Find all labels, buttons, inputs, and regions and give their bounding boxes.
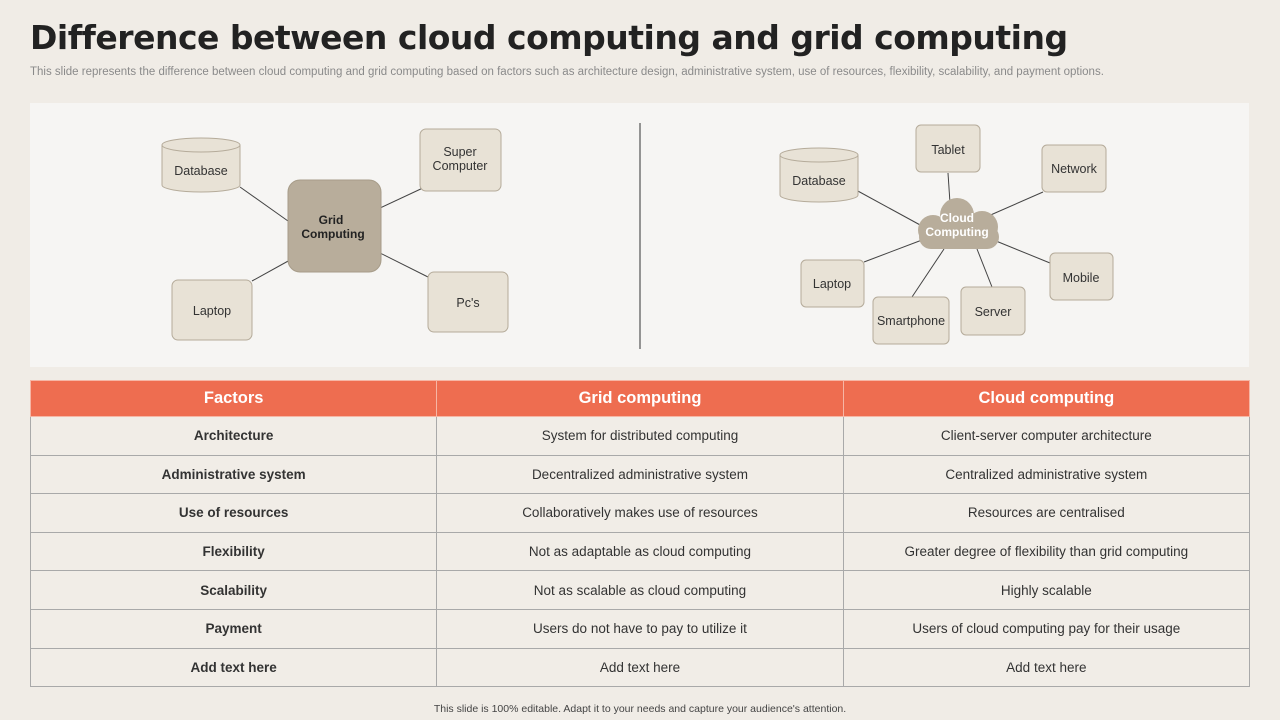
factor-cell: Payment [29, 608, 438, 649]
table-row: Payment Users do not have to pay to util… [29, 608, 1251, 649]
cloud-cell: Client-server computer architecture [842, 416, 1251, 456]
grid-pcs-label: Pc's [456, 296, 479, 310]
cloud-cell: Highly scalable [842, 570, 1251, 610]
factor-cell: Add text here [29, 647, 438, 688]
table-row: Architecture System for distributed comp… [29, 416, 1251, 456]
cloud-mobile-node: Mobile [1049, 252, 1114, 301]
header-factors: Factors [29, 380, 438, 417]
grid-cell: Decentralized administrative system [436, 454, 844, 495]
cloud-tablet-node: Tablet [915, 124, 981, 173]
cloud-hub-label-2: Computing [925, 225, 988, 239]
cloud-diagram: Database Tablet Network Laptop Mobile [779, 124, 1114, 345]
cloud-server-node: Server [960, 286, 1026, 336]
grid-hub-label-2: Computing [301, 227, 364, 241]
cloud-hub-node: Cloud Computing [918, 198, 999, 249]
grid-database-label: Database [174, 164, 228, 178]
cloud-edge-laptop [863, 239, 923, 263]
cloud-tablet-label: Tablet [931, 143, 965, 157]
factor-cell: Flexibility [29, 531, 438, 572]
grid-edge-pcs [379, 252, 429, 278]
page-title: Difference between cloud computing and g… [30, 18, 1068, 57]
cloud-cell: Users of cloud computing pay for their u… [842, 608, 1251, 649]
header-grid-computing: Grid computing [436, 380, 844, 417]
diagrams-svg: Database Super Computer Grid Computing L… [161, 123, 1114, 349]
cloud-network-label: Network [1051, 162, 1098, 176]
cloud-database-label: Database [792, 174, 846, 188]
grid-edge-database [239, 186, 289, 222]
cloud-edge-mobile [995, 240, 1051, 264]
grid-hub-node: Grid Computing [287, 179, 382, 273]
table-row: Add text here Add text here Add text her… [29, 647, 1251, 688]
grid-cell: Not as adaptable as cloud computing [436, 531, 844, 572]
cloud-cell: Add text here [842, 647, 1251, 688]
grid-hub-label-1: Grid [319, 213, 344, 227]
cloud-cell: Resources are centralised [842, 493, 1251, 533]
table-row: Administrative system Decentralized admi… [29, 454, 1251, 495]
grid-laptop-label: Laptop [193, 304, 231, 318]
table-row: Scalability Not as scalable as cloud com… [29, 570, 1251, 610]
cloud-icon [918, 198, 999, 249]
cloud-smartphone-node: Smartphone [872, 296, 950, 345]
grid-edge-super-computer [379, 186, 426, 209]
grid-edge-laptop [251, 259, 291, 282]
cloud-smartphone-label: Smartphone [877, 314, 945, 328]
comparison-table: Factors Grid computing Cloud computing A… [29, 380, 1251, 688]
factor-cell: Use of resources [29, 493, 438, 533]
table-row: Flexibility Not as adaptable as cloud co… [29, 531, 1251, 572]
cloud-cell: Centralized administrative system [842, 454, 1251, 495]
grid-diagram: Database Super Computer Grid Computing L… [161, 128, 509, 341]
factor-cell: Administrative system [29, 454, 438, 495]
factor-cell: Scalability [29, 570, 438, 610]
factor-cell: Architecture [29, 416, 438, 456]
grid-super-computer-label-1: Super [443, 145, 476, 159]
grid-pcs-node: Pc's [427, 271, 509, 333]
table-row: Use of resources Collaboratively makes u… [29, 493, 1251, 533]
cloud-laptop-label: Laptop [813, 277, 851, 291]
page-subtitle: This slide represents the difference bet… [30, 66, 1104, 78]
grid-database-node: Database [161, 137, 241, 193]
cloud-edge-tablet [947, 172, 951, 204]
grid-cell: Users do not have to pay to utilize it [436, 608, 844, 649]
grid-super-computer-node: Super Computer [419, 128, 502, 192]
cloud-cell: Greater degree of flexibility than grid … [842, 531, 1251, 572]
cloud-edge-database [855, 189, 923, 227]
cloud-database-node: Database [779, 147, 859, 203]
cloud-edge-server [976, 248, 993, 288]
cloud-edge-smartphone [911, 248, 945, 298]
cloud-hub-label-1: Cloud [940, 211, 974, 225]
grid-cell: Collaboratively makes use of resources [436, 493, 844, 533]
grid-cell: Not as scalable as cloud computing [436, 570, 844, 610]
cloud-server-label: Server [975, 305, 1012, 319]
header-cloud-computing: Cloud computing [842, 380, 1251, 417]
cloud-mobile-label: Mobile [1063, 271, 1100, 285]
grid-laptop-node: Laptop [171, 279, 253, 341]
diagram-panel: Database Super Computer Grid Computing L… [30, 103, 1249, 367]
cloud-edge-network [985, 191, 1044, 218]
footer-note: This slide is 100% editable. Adapt it to… [433, 703, 847, 715]
cloud-laptop-node: Laptop [800, 259, 865, 308]
table-header-row: Factors Grid computing Cloud computing [29, 380, 1251, 417]
grid-cell: Add text here [436, 647, 844, 688]
grid-cell: System for distributed computing [436, 416, 844, 456]
cloud-network-node: Network [1041, 144, 1107, 193]
grid-super-computer-label-2: Computer [433, 159, 488, 173]
